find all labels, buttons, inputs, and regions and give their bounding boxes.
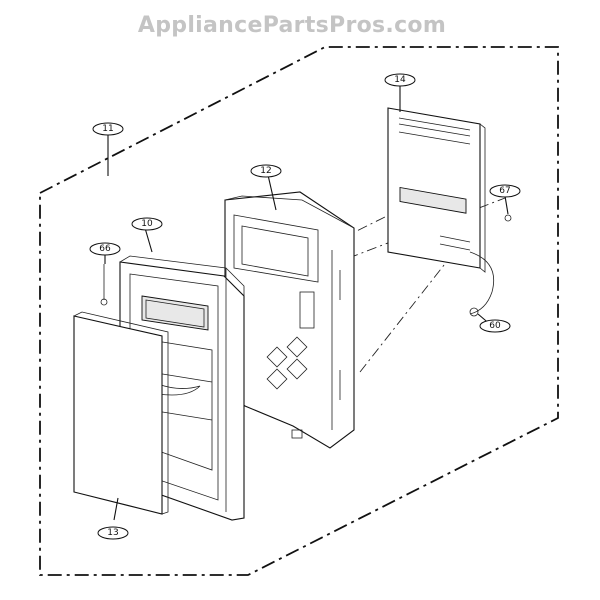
watermark-text: AppliancePartsPros.com bbox=[138, 13, 446, 38]
part-14-control-board bbox=[387, 107, 495, 317]
leader-lines bbox=[104, 84, 509, 521]
svg-text:12: 12 bbox=[260, 166, 271, 176]
screw-67 bbox=[504, 214, 512, 222]
callout-67: 67 bbox=[489, 184, 521, 198]
svg-text:14: 14 bbox=[394, 75, 406, 85]
callout-11: 11 bbox=[92, 122, 124, 136]
bracket-button-cutouts bbox=[266, 336, 308, 390]
svg-text:10: 10 bbox=[141, 219, 153, 229]
svg-text:60: 60 bbox=[489, 321, 501, 331]
callout-60: 60 bbox=[479, 319, 511, 333]
callout-13: 13 bbox=[97, 526, 129, 540]
svg-text:11: 11 bbox=[102, 124, 113, 134]
svg-text:13: 13 bbox=[107, 528, 118, 538]
callout-14: 14 bbox=[384, 73, 416, 87]
screw-66 bbox=[100, 264, 108, 306]
callout-66: 66 bbox=[89, 242, 121, 256]
svg-text:67: 67 bbox=[499, 186, 510, 196]
part-13-front-panel bbox=[73, 311, 169, 515]
callout-12: 12 bbox=[250, 164, 282, 178]
assembly-boundary bbox=[39, 46, 559, 576]
svg-text:66: 66 bbox=[99, 244, 111, 254]
callout-10: 10 bbox=[131, 217, 163, 231]
part-12-bracket bbox=[224, 191, 355, 449]
